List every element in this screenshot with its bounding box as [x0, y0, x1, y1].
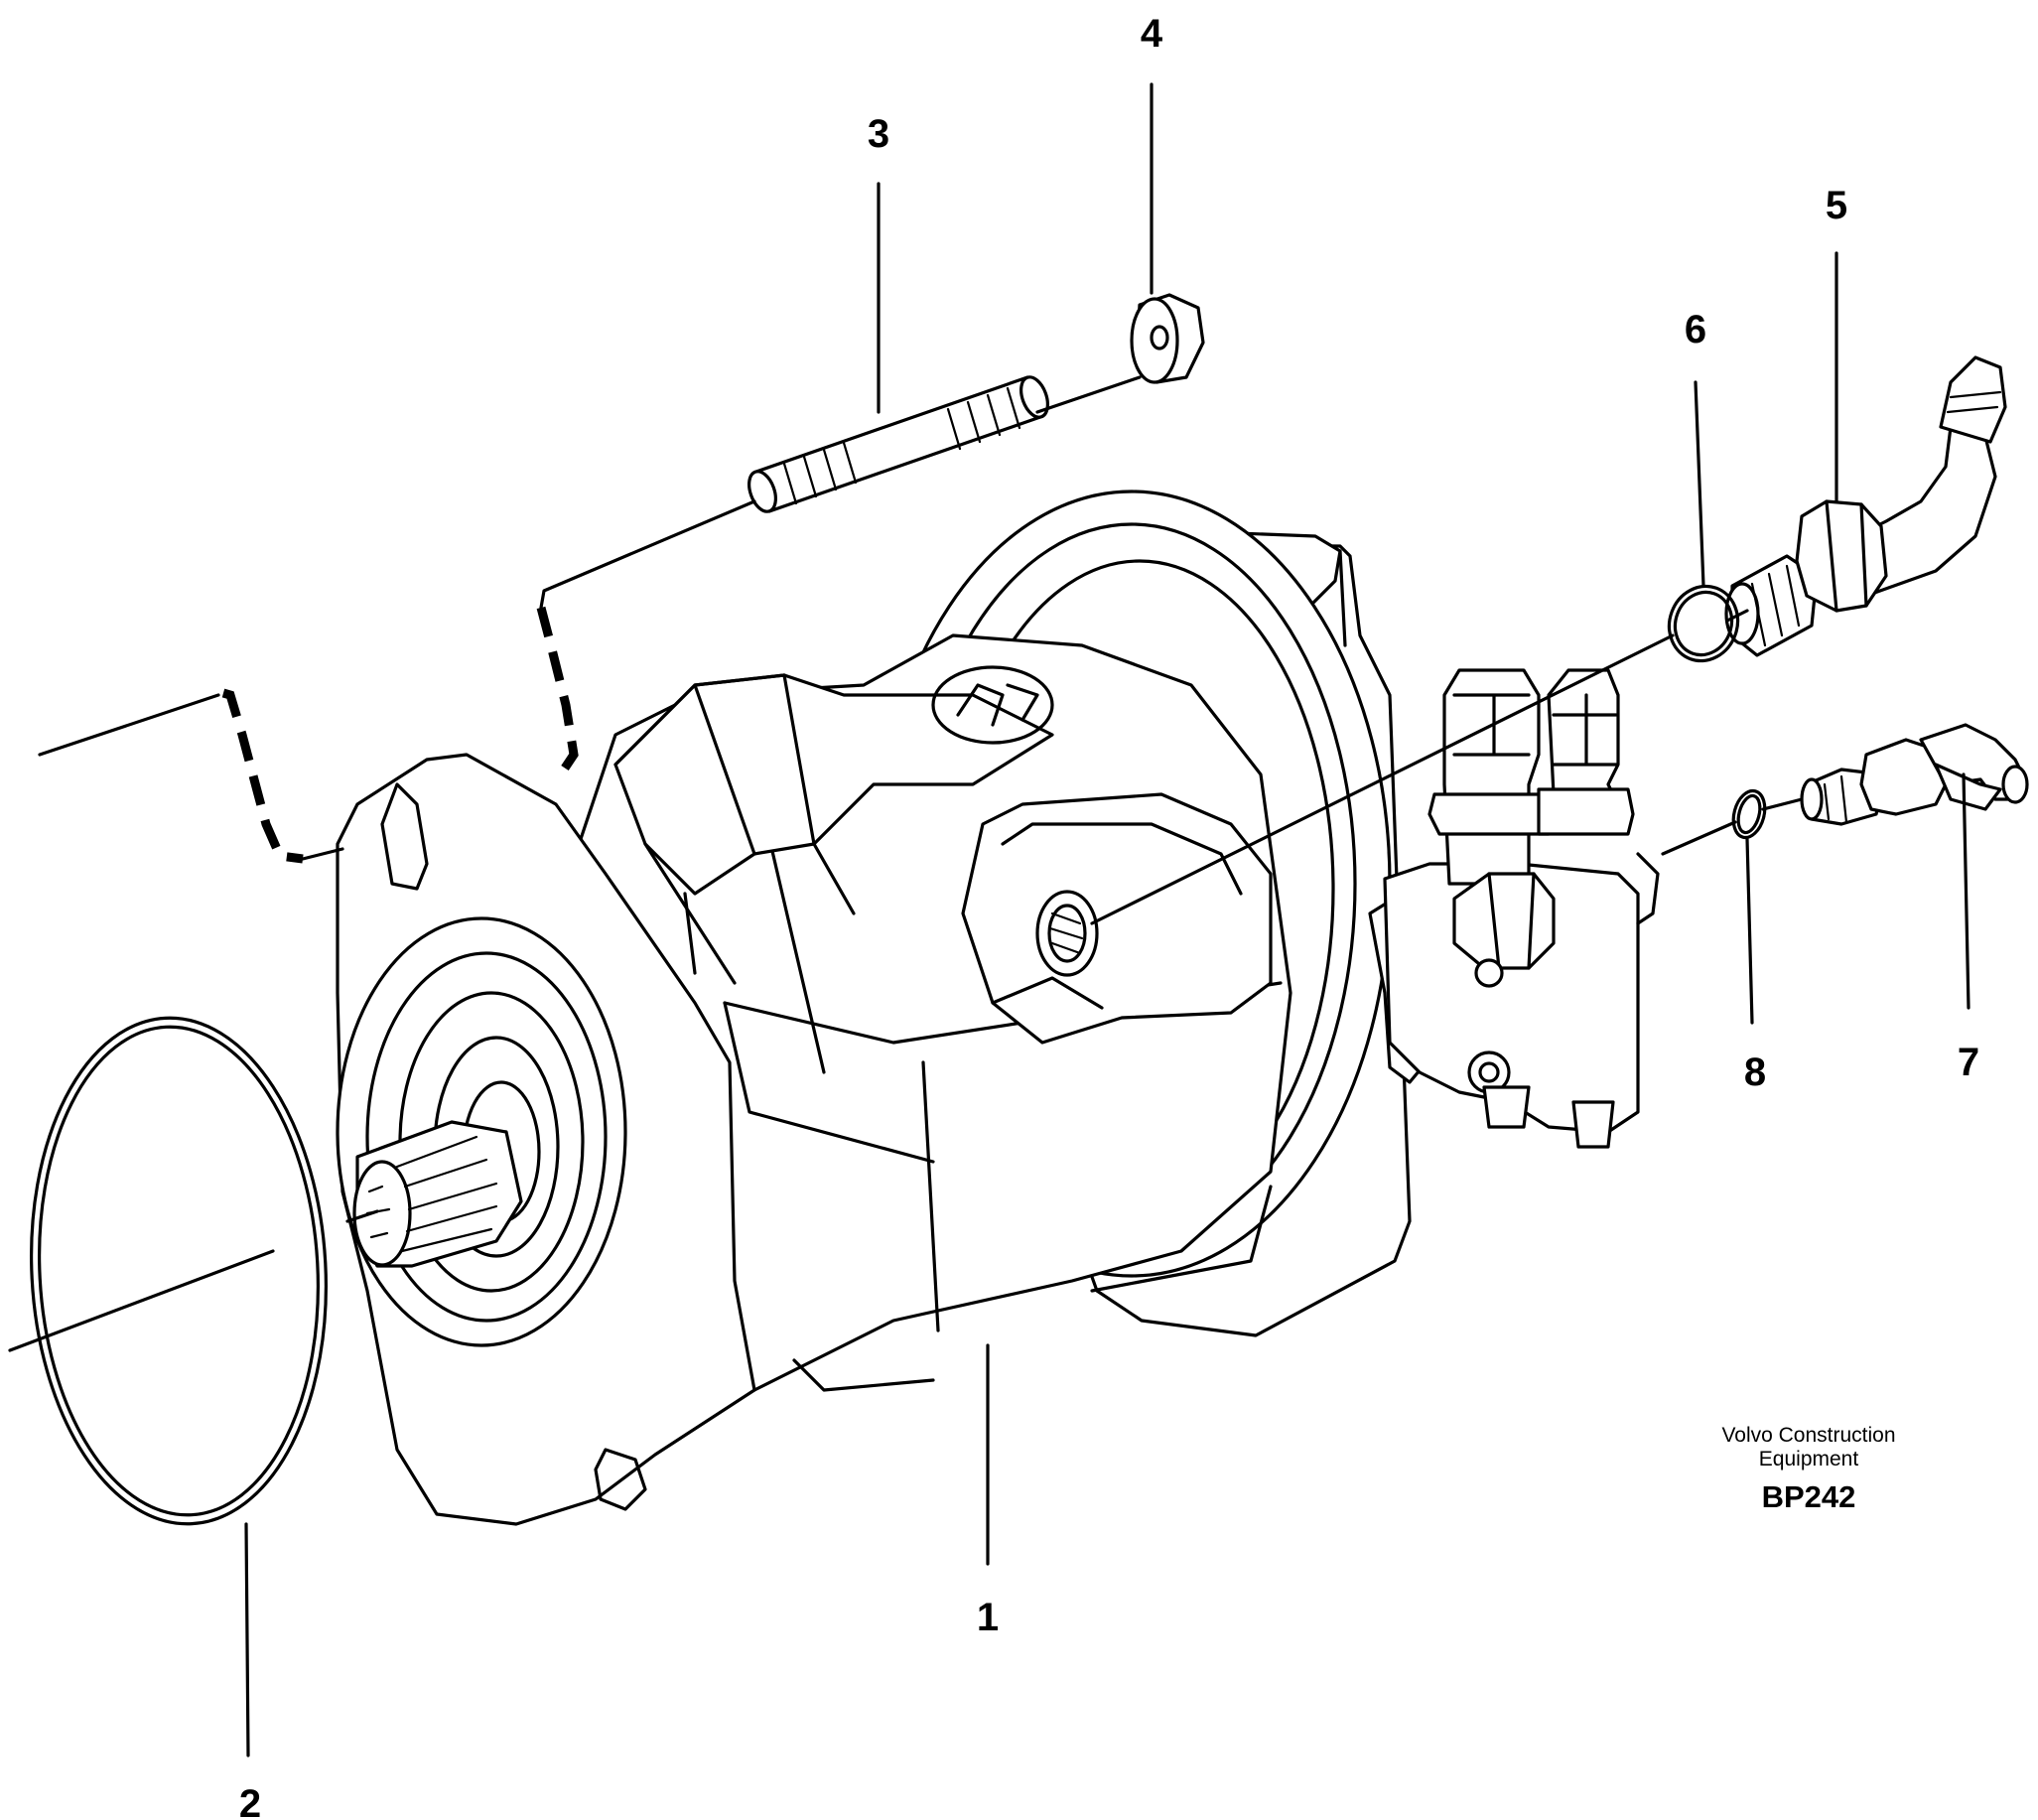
callout-4: 4	[1141, 12, 1163, 56]
control-valve-block	[1368, 668, 1660, 1149]
callout-6: 6	[1685, 308, 1706, 351]
callout-1: 1	[977, 1596, 999, 1639]
callout-8: 8	[1744, 1050, 1766, 1094]
part-8-o-ring	[1731, 788, 1767, 840]
leader-lines	[244, 82, 1970, 1757]
callout-labels: 1 2 3 4 5 6 7 8	[239, 12, 1979, 1820]
callout-3: 3	[868, 112, 889, 156]
part-2-large-o-ring	[30, 1016, 328, 1526]
callout-2: 2	[239, 1782, 261, 1820]
caption-block: Volvo Construction Equipment BP242	[1721, 1424, 1895, 1514]
part-5-elbow-fitting	[1724, 355, 2007, 657]
part-3-stud	[747, 375, 1049, 513]
callout-5: 5	[1826, 184, 1847, 227]
caption-drawing-code: BP242	[1762, 1479, 1856, 1514]
caption-company: Volvo Construction	[1721, 1424, 1895, 1447]
callout-7: 7	[1958, 1041, 1979, 1084]
part-7-elbow-fitting	[1800, 723, 2029, 826]
caption-company-line2: Equipment	[1759, 1448, 1859, 1470]
assembly-axis-lines	[8, 375, 1804, 1352]
hydraulic-pump-body	[336, 490, 1412, 1526]
part-6-o-ring	[1667, 584, 1740, 663]
part-4-nut	[1130, 293, 1205, 384]
